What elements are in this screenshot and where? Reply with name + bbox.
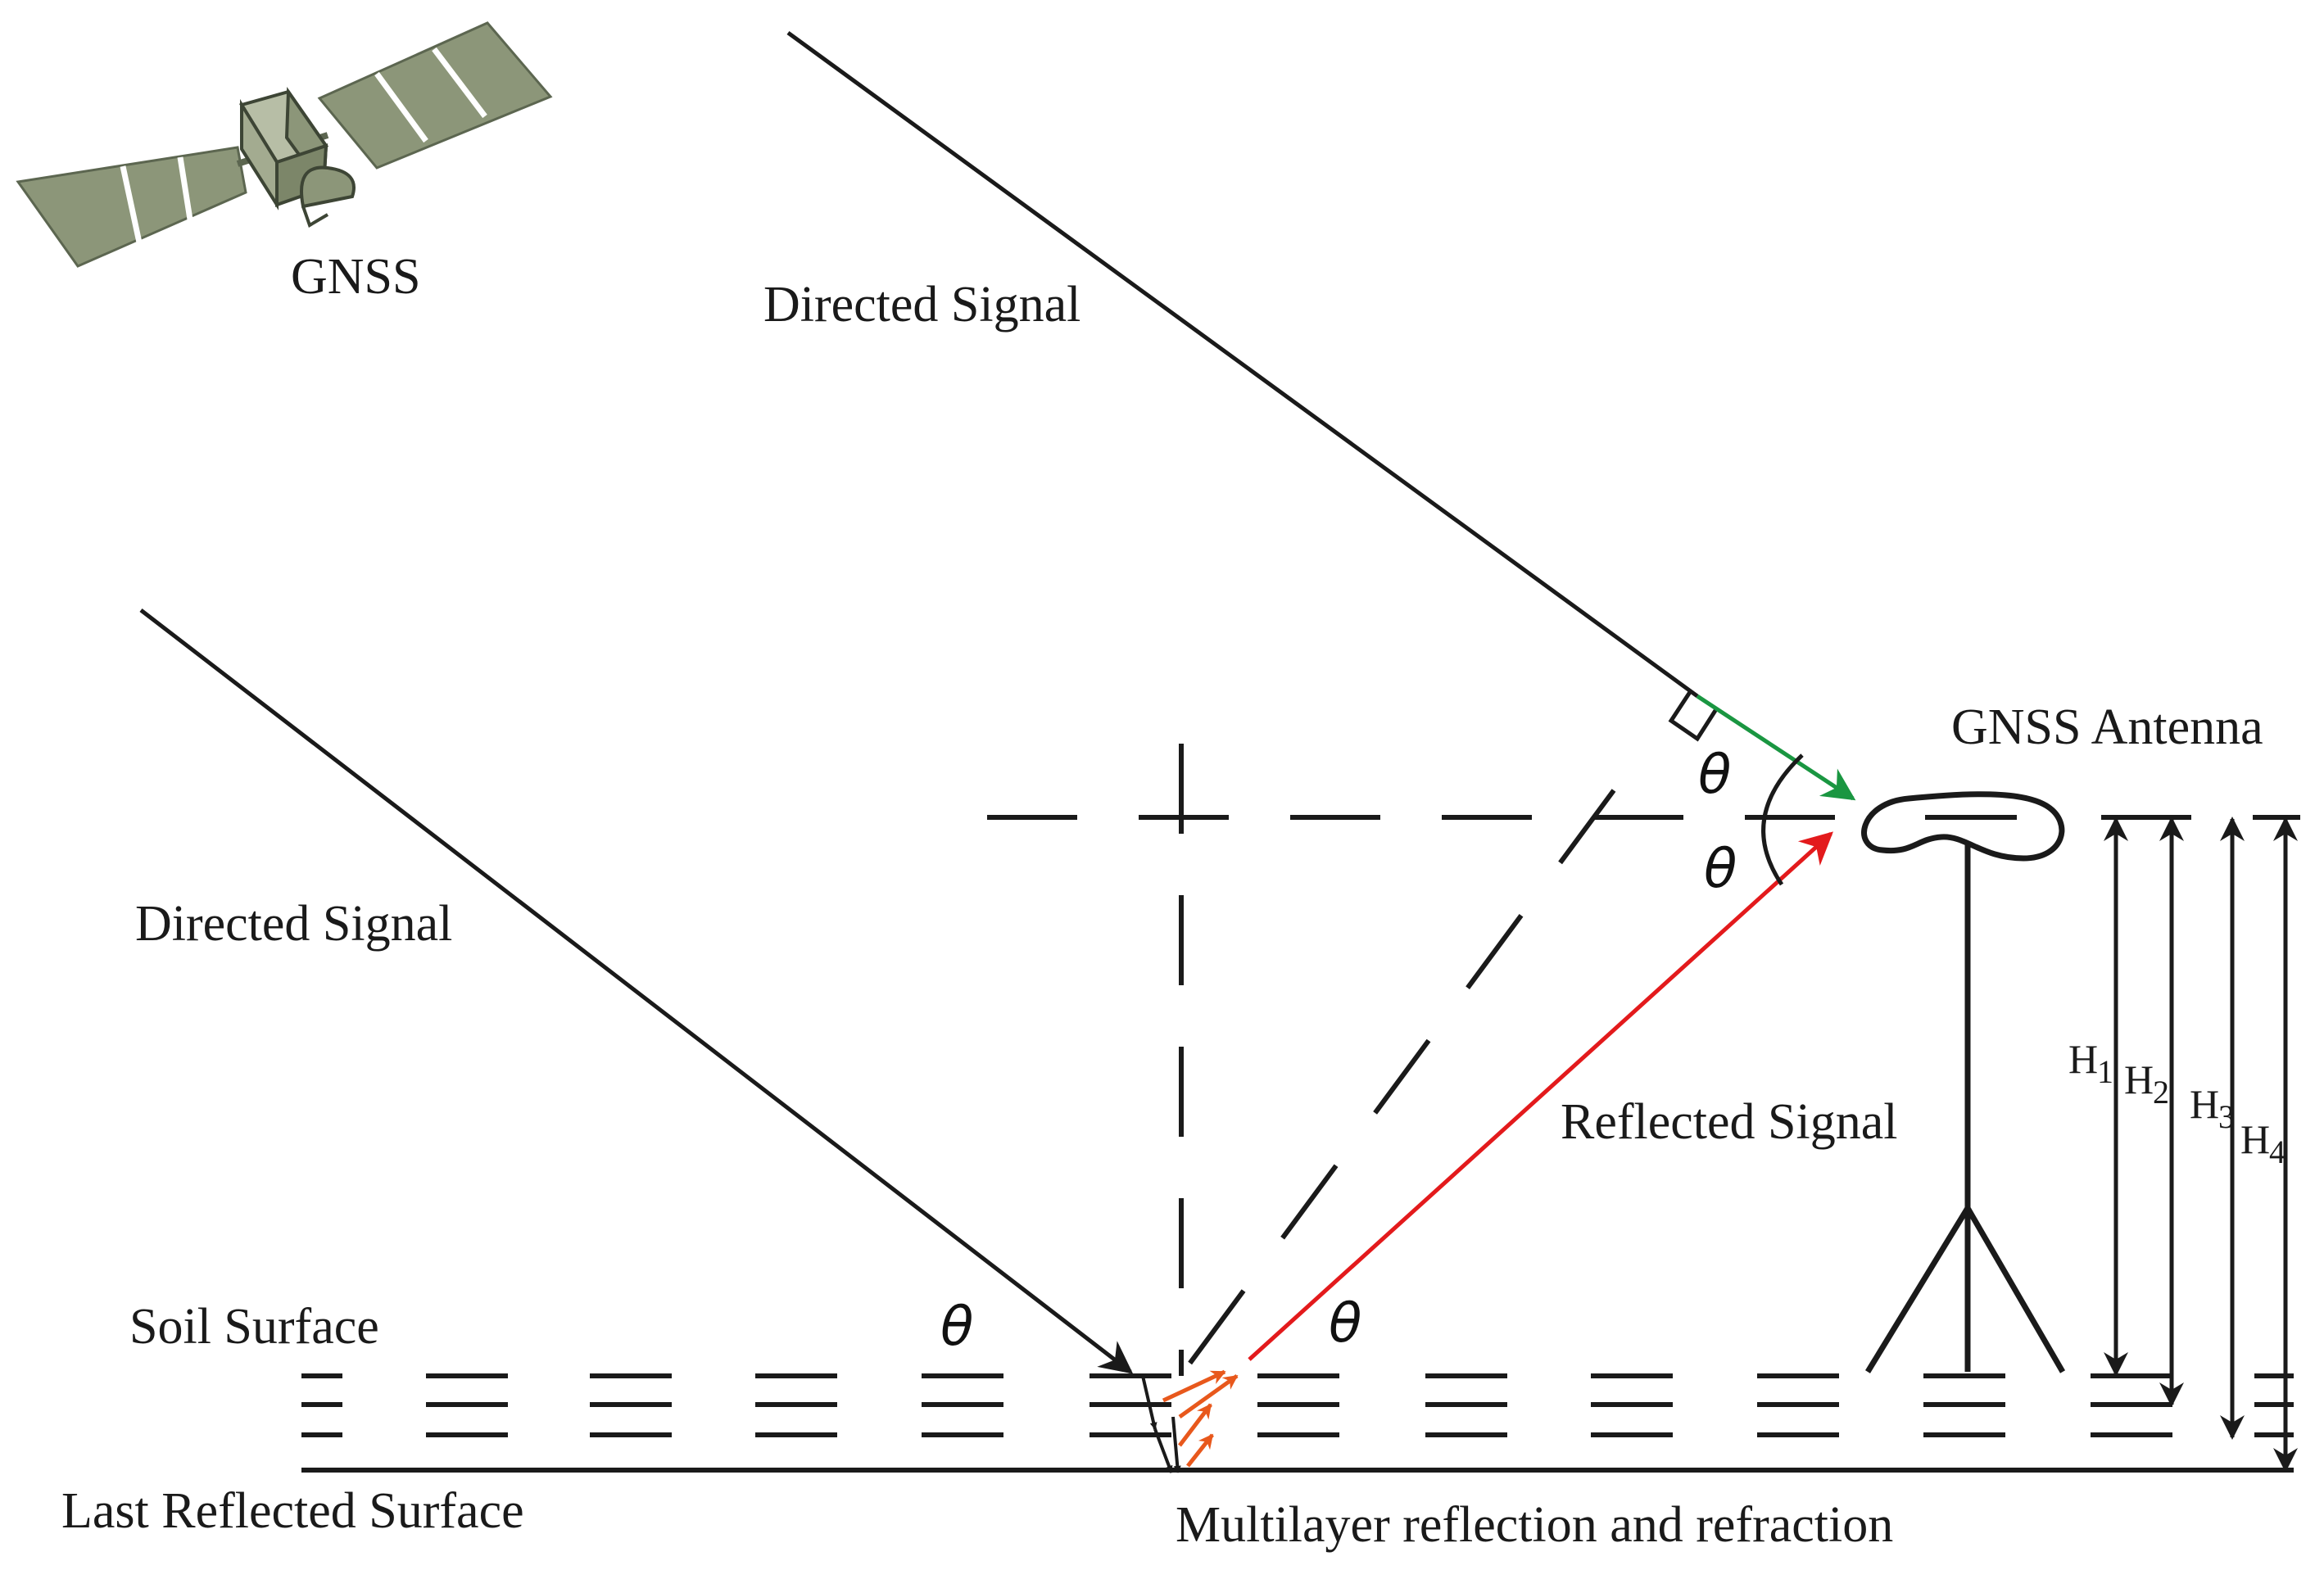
height-label-h3: H 3 [2190, 1081, 2235, 1135]
svg-text:H: H [2190, 1081, 2219, 1127]
gnss-antenna-label: GNSS Antenna [1951, 699, 2263, 755]
theta-label-upper: θ [1698, 743, 1731, 806]
right-angle-marker [1668, 690, 1719, 742]
height-arrows [2104, 817, 2298, 1473]
svg-text:H: H [2240, 1116, 2270, 1162]
height-label-h1: H 1 [2068, 1036, 2113, 1090]
multilayer-label: Multilayer reflection and refraction [1176, 1497, 1893, 1553]
theta-label-lower: θ [1704, 837, 1737, 900]
svg-text:H: H [2068, 1036, 2098, 1082]
svg-text:2: 2 [2153, 1074, 2169, 1111]
diagonal-dashed-line [1185, 789, 1616, 1368]
height-label-h4: H 4 [2240, 1116, 2285, 1170]
directed-signal-left-label: Directed Signal [135, 896, 452, 952]
directed-signal-top-label: Directed Signal [763, 277, 1080, 333]
reflected-signal-label: Reflected Signal [1561, 1094, 1897, 1150]
theta-label-reflected: θ [1329, 1292, 1361, 1355]
svg-text:1: 1 [2097, 1053, 2113, 1090]
gnss-antenna-icon [1861, 791, 2066, 1373]
gnss-label: GNSS [291, 249, 421, 305]
direct-to-antenna-arrow [1696, 694, 1856, 801]
direct-signal-line-left [139, 609, 1134, 1374]
svg-text:H: H [2124, 1056, 2154, 1102]
reflected-signal-arrow [1248, 831, 1833, 1361]
svg-text:3: 3 [2218, 1098, 2235, 1135]
last-reflected-surface-label: Last Reflected Surface [61, 1483, 524, 1539]
height-label-h2: H 2 [2124, 1056, 2169, 1111]
soil-layers [301, 1373, 2294, 1437]
soil-surface-label: Soil Surface [129, 1299, 379, 1355]
direct-signal-line-top [786, 30, 1699, 699]
theta-label-incident: θ [940, 1295, 973, 1358]
multilayer-refraction-arrows [1141, 1369, 1239, 1473]
angle-arc [1761, 753, 1804, 886]
svg-text:4: 4 [2269, 1133, 2285, 1170]
satellite-icon [16, 21, 553, 268]
